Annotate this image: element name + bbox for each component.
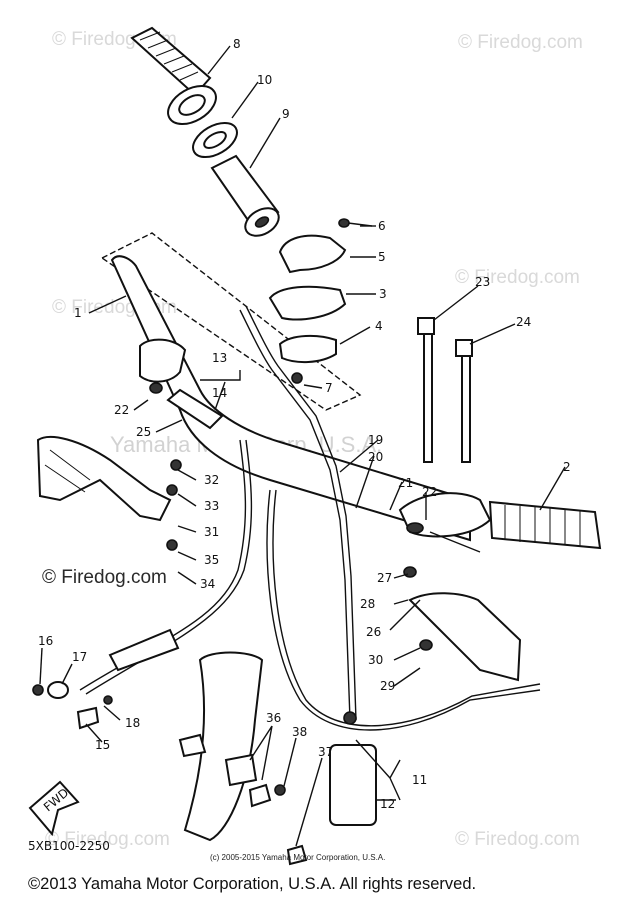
callout-16: 16 [38,634,53,648]
callout-36: 36 [266,711,281,725]
callout-29: 29 [380,679,395,693]
callout-12: 12 [380,797,395,811]
callout-14: 14 [212,386,227,400]
callout-33: 33 [204,499,219,513]
callout-30: 30 [368,653,383,667]
callout-26: 26 [366,625,381,639]
callout-32: 32 [204,473,219,487]
small-copyright: (c) 2005-2015 Yamaha Motor Corporation, … [210,853,385,862]
callout-3: 3 [379,287,387,301]
callout-20: 20 [368,450,383,464]
brake-cable-icon [79,439,253,695]
throttle-cable-icon [239,305,377,826]
leader-lines [39,45,566,847]
callout-11: 11 [412,773,427,787]
callout-15: 15 [95,738,110,752]
callout-23: 23 [475,275,490,289]
grip-left-icon [488,500,602,550]
watermark-midright: © Firedog.com [455,267,580,288]
callout-7: 7 [325,381,333,395]
watermark-topright: © Firedog.com [458,32,583,53]
callout-19: 19 [368,433,383,447]
throttle-housing-icon [268,218,373,384]
callout-22a: 22 [422,485,437,499]
throttle-tube-icon [210,154,280,237]
callout-34: 34 [200,577,215,591]
callout-28: 28 [360,597,375,611]
callout-2: 2 [563,460,571,474]
brake-lever-icon [36,436,182,551]
clutch-lever-icon [403,566,522,682]
clutch-cable-icon [266,489,541,731]
callout-17: 17 [72,650,87,664]
diagram-code: 5XB100-2250 [28,839,110,853]
callout-18: 18 [125,716,140,730]
callout-10: 10 [257,73,272,87]
parts-diagram: © Firedog.com © Firedog.com © Firedog.co… [28,26,602,866]
watermark-bottomleft: © Firedog.com [45,829,170,850]
brake-perch-icon [139,338,224,430]
copyright-notice: ©2013 Yamaha Motor Corporation, U.S.A. A… [28,875,477,893]
callout-22b: 22 [114,403,129,417]
watermark-center-left: © Firedog.com [42,567,167,588]
brake-cable-adjuster-icon [32,681,113,730]
callout-24: 24 [516,315,531,329]
watermark-bottomright: © Firedog.com [455,829,580,850]
callout-27: 27 [377,571,392,585]
callout-13: 13 [212,351,227,365]
watermark-layer: © Firedog.com © Firedog.com © Firedog.co… [42,29,583,850]
callout-5: 5 [378,250,386,264]
lever-cover-icon [178,651,308,866]
callout-35: 35 [204,553,219,567]
callout-31: 31 [204,525,219,539]
callout-4: 4 [375,319,383,333]
callout-1: 1 [74,306,82,320]
callout-layer: 1 2 3 4 5 6 7 8 9 10 11 12 13 14 15 16 1… [38,37,571,811]
callout-38: 38 [292,725,307,739]
clutch-perch-icon [398,492,492,553]
callout-9: 9 [282,107,290,121]
grip-right-top-icon [130,26,217,125]
callout-37: 37 [318,745,333,759]
callout-6: 6 [378,219,386,233]
cable-strap-icon [417,317,473,463]
fwd-arrow-icon: FWD [28,780,80,837]
callout-8: 8 [233,37,241,51]
callout-21: 21 [398,476,413,490]
washer-icon [192,121,238,159]
callout-25: 25 [136,425,151,439]
